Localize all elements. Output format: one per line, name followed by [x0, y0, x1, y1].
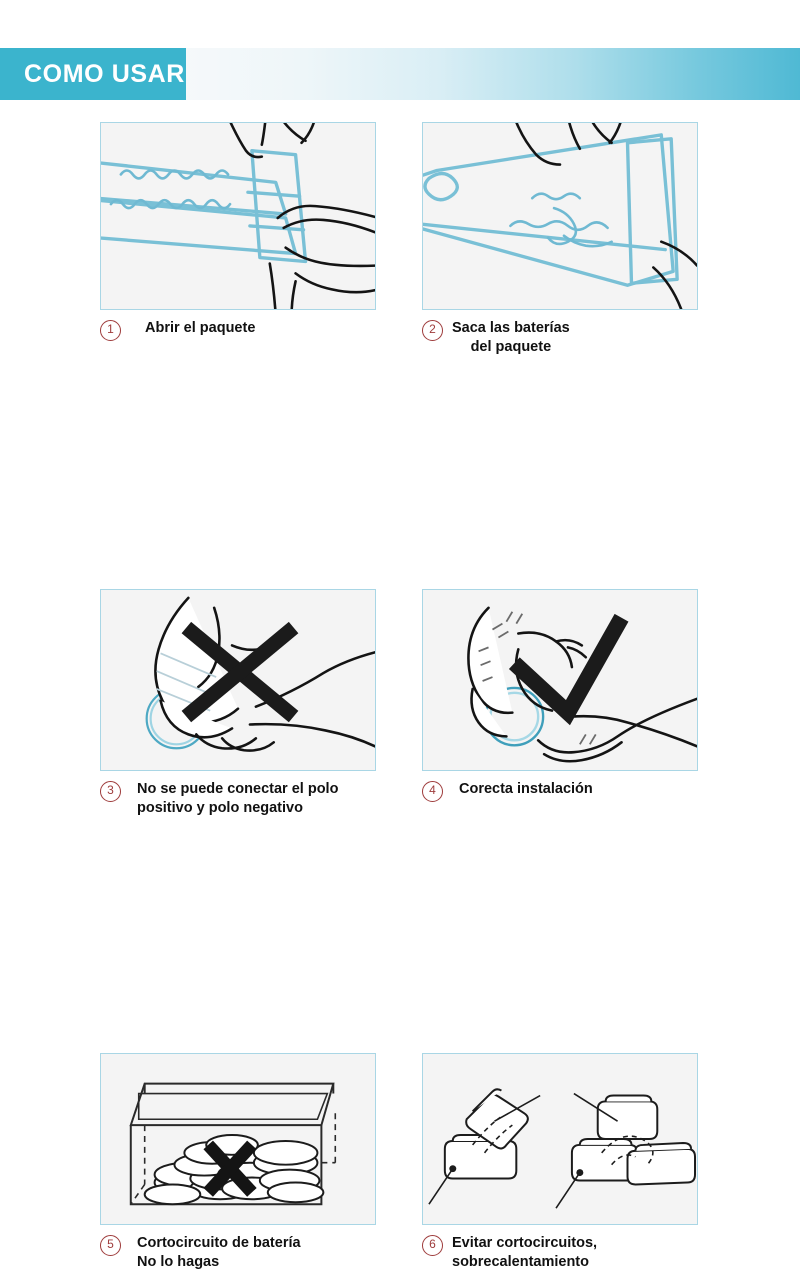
step-card-5: 5 Cortocircuito de batería No lo hagas — [100, 1053, 378, 1272]
row-spacer-1 — [100, 357, 700, 589]
step-label-3: No se puede conectar el polo positivo y … — [137, 781, 339, 816]
step-caption-4: 4 Corecta instalación — [422, 780, 700, 802]
step-label-1: Abrir el paquete — [145, 320, 256, 336]
header-badge: COMO USAR — [0, 48, 186, 100]
step-number-6: 6 — [422, 1235, 443, 1256]
step-card-1: 1 Abrir el paquete — [100, 122, 378, 357]
step-card-6: 6 Evitar cortocircuitos, sobrecalentamie… — [422, 1053, 700, 1272]
step-label-2: Saca las baterías del paquete — [452, 320, 570, 355]
page-header: COMO USAR — [0, 48, 800, 100]
step-caption-6: 6 Evitar cortocircuitos, sobrecalentamie… — [422, 1234, 700, 1272]
step-illustration-3 — [100, 589, 376, 771]
step-caption-5: 5 Cortocircuito de batería No lo hagas — [100, 1234, 378, 1272]
step-caption-1: 1 Abrir el paquete — [100, 319, 378, 341]
step-label-5: Cortocircuito de batería No lo hagas — [137, 1235, 301, 1270]
step-card-2: 2 Saca las baterías del paquete — [422, 122, 700, 357]
page-title: COMO USAR — [24, 59, 185, 88]
step-label-6: Evitar cortocircuitos, sobrecalentamient… — [452, 1235, 598, 1270]
step-illustration-1 — [100, 122, 376, 310]
step-number-4: 4 — [422, 781, 443, 802]
step-caption-2: 2 Saca las baterías del paquete — [422, 319, 700, 357]
steps-grid: 1 Abrir el paquete — [100, 122, 700, 1272]
step-caption-3: 3 No se puede conectar el polo positivo … — [100, 780, 378, 818]
step-illustration-4 — [422, 589, 698, 771]
step-number-1: 1 — [100, 320, 121, 341]
step-card-3: 3 No se puede conectar el polo positivo … — [100, 589, 378, 818]
row-spacer-2 — [100, 818, 700, 1053]
steps-row-2: 3 No se puede conectar el polo positivo … — [100, 589, 700, 818]
steps-row-3: 5 Cortocircuito de batería No lo hagas — [100, 1053, 700, 1272]
step-illustration-6 — [422, 1053, 698, 1225]
step-illustration-2 — [422, 122, 698, 310]
step-label-4: Corecta instalación — [459, 781, 593, 797]
step-illustration-5 — [100, 1053, 376, 1225]
step-number-3: 3 — [100, 781, 121, 802]
steps-row-1: 1 Abrir el paquete — [100, 122, 700, 357]
step-number-5: 5 — [100, 1235, 121, 1256]
step-card-4: 4 Corecta instalación — [422, 589, 700, 818]
step-number-2: 2 — [422, 320, 443, 341]
